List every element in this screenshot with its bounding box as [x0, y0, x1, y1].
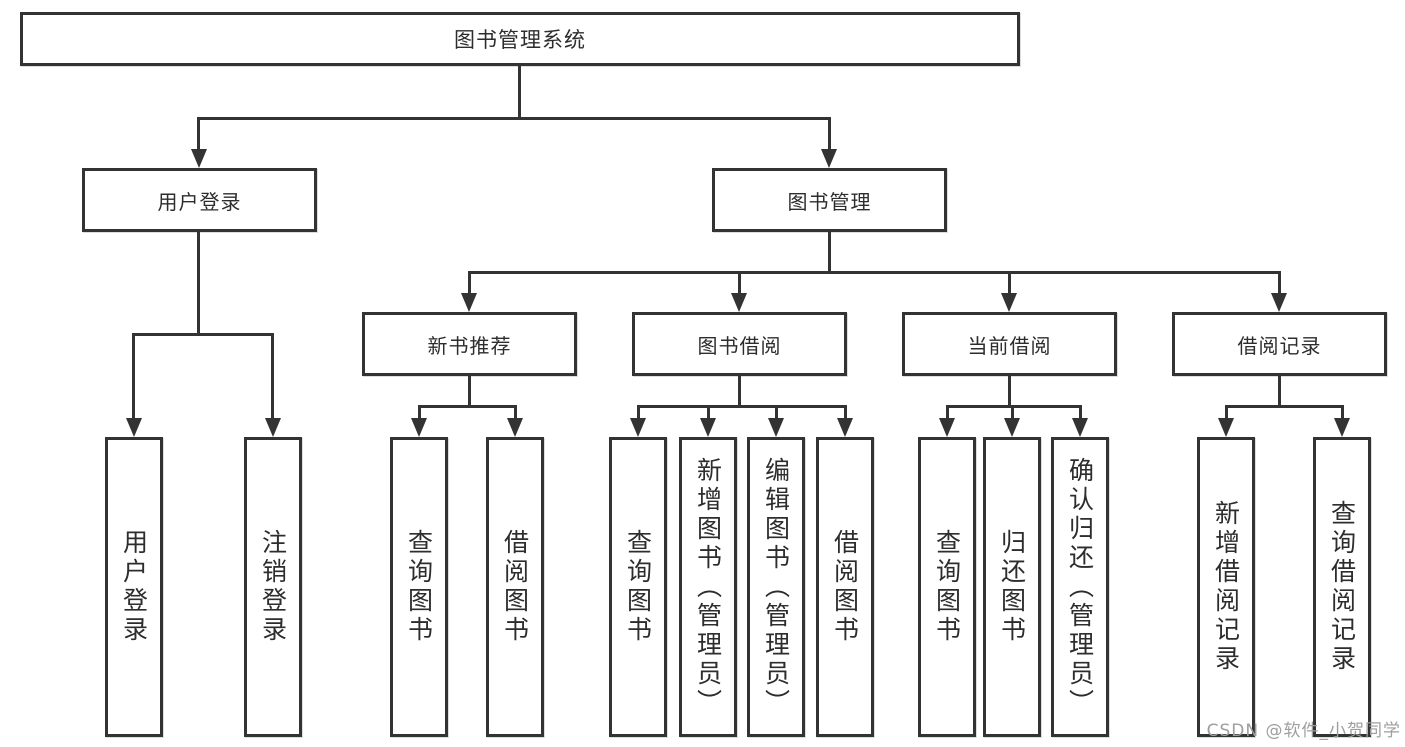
node-user-login-label: 用户登录: [157, 189, 242, 214]
node-book-borrowing-label: 图书借阅: [697, 333, 782, 358]
leaf-logout-label: 注销登录: [258, 529, 288, 645]
leaf-nbr-query-books: 查询图书: [390, 437, 448, 737]
connector-level3-bar: [468, 271, 1281, 274]
connector-book-management-stem: [828, 232, 831, 274]
arrow-down-icon: [1004, 418, 1020, 437]
connector-user-login-bar: [132, 333, 274, 336]
connector-arrow-shaft-nbr-borrow: [514, 405, 517, 419]
connector-arrow-shaft-bb-query: [637, 405, 640, 419]
connector-user-login-stem: [197, 232, 200, 335]
leaf-user-login: 用户登录: [105, 437, 163, 737]
connector-arrow-shaft-leaf-logout: [271, 333, 274, 419]
arrow-down-icon: [731, 293, 747, 312]
node-user-login: 用户登录: [82, 168, 317, 232]
connector-bb-stem: [738, 376, 741, 407]
connector-nbr-stem: [468, 376, 471, 407]
leaf-cb-confirm-return-admin: 确认归还（管理员）: [1051, 437, 1109, 737]
node-borrow-records-label: 借阅记录: [1237, 333, 1322, 358]
arrow-down-icon: [461, 293, 477, 312]
arrow-down-icon: [411, 418, 427, 437]
connector-arrow-shaft-bb-add: [707, 405, 710, 419]
connector-arrow-shaft-new-book-recommend: [468, 271, 471, 294]
arrow-down-icon: [821, 149, 837, 168]
arrow-down-icon: [191, 149, 207, 168]
arrow-down-icon: [837, 418, 853, 437]
leaf-cb-query-books: 查询图书: [918, 437, 976, 737]
node-current-borrowing: 当前借阅: [902, 312, 1117, 376]
leaf-cb-return-books-label: 归还图书: [997, 529, 1027, 645]
connector-arrow-shaft-br-query: [1341, 405, 1344, 419]
leaf-bb-edit-books-admin-label: 编辑图书（管理员）: [761, 456, 791, 718]
connector-root-stem: [518, 66, 521, 119]
csdn-watermark: CSDN @软件_小贺同学: [1206, 721, 1401, 741]
node-book-borrowing: 图书借阅: [632, 312, 847, 376]
arrow-down-icon: [630, 418, 646, 437]
arrow-down-icon: [1334, 418, 1350, 437]
connector-arrow-shaft-br-add: [1225, 405, 1228, 419]
connector-arrow-shaft-bb-edit: [775, 405, 778, 419]
leaf-br-query-record: 查询借阅记录: [1313, 437, 1371, 737]
connector-bb-bar: [637, 405, 846, 408]
leaf-bb-add-books-admin: 新增图书（管理员）: [679, 437, 737, 737]
arrow-down-icon: [768, 418, 784, 437]
connector-arrow-shaft-current-borrowing: [1008, 271, 1011, 294]
leaf-nbr-query-books-label: 查询图书: [404, 529, 434, 645]
connector-arrow-shaft-user-login: [197, 117, 200, 150]
node-borrow-records: 借阅记录: [1172, 312, 1387, 376]
leaf-cb-confirm-return-admin-label: 确认归还（管理员）: [1065, 456, 1095, 718]
leaf-br-query-record-label: 查询借阅记录: [1327, 500, 1357, 674]
connector-br-bar: [1225, 405, 1343, 408]
arrow-down-icon: [126, 418, 142, 437]
connector-br-stem: [1278, 376, 1281, 407]
arrow-down-icon: [939, 418, 955, 437]
node-book-management-label: 图书管理: [787, 189, 872, 214]
connector-cb-stem: [1008, 376, 1011, 407]
leaf-cb-return-books: 归还图书: [983, 437, 1041, 737]
node-new-book-recommend: 新书推荐: [362, 312, 577, 376]
leaf-bb-query-books: 查询图书: [609, 437, 667, 737]
leaf-user-login-label: 用户登录: [119, 529, 149, 645]
arrow-down-icon: [700, 418, 716, 437]
arrow-down-icon: [265, 418, 281, 437]
arrow-down-icon: [507, 418, 523, 437]
connector-level1-bar: [198, 117, 831, 120]
connector-arrow-shaft-leaf-user-login: [132, 333, 135, 419]
leaf-bb-borrow-books-label: 借阅图书: [830, 529, 860, 645]
connector-nbr-bar: [418, 405, 517, 408]
connector-arrow-shaft-bb-borrow: [844, 405, 847, 419]
leaf-bb-borrow-books: 借阅图书: [816, 437, 874, 737]
arrow-down-icon: [1271, 293, 1287, 312]
leaf-bb-edit-books-admin: 编辑图书（管理员）: [747, 437, 805, 737]
node-book-management: 图书管理: [712, 168, 947, 232]
arrow-down-icon: [1001, 293, 1017, 312]
connector-arrow-shaft-book-borrowing: [738, 271, 741, 294]
connector-arrow-shaft-book-management: [828, 117, 831, 150]
connector-arrow-shaft-cb-query: [946, 405, 949, 419]
leaf-bb-query-books-label: 查询图书: [623, 529, 653, 645]
leaf-nbr-borrow-books-label: 借阅图书: [500, 529, 530, 645]
leaf-cb-query-books-label: 查询图书: [932, 529, 962, 645]
node-new-book-recommend-label: 新书推荐: [427, 333, 512, 358]
connector-arrow-shaft-cb-confirm: [1079, 405, 1082, 419]
leaf-nbr-borrow-books: 借阅图书: [486, 437, 544, 737]
node-root-library-system: 图书管理系统: [20, 12, 1020, 66]
leaf-br-add-record-label: 新增借阅记录: [1211, 500, 1241, 674]
arrow-down-icon: [1218, 418, 1234, 437]
connector-arrow-shaft-cb-return: [1011, 405, 1014, 419]
node-current-borrowing-label: 当前借阅: [967, 333, 1052, 358]
node-root-label: 图书管理系统: [454, 28, 586, 52]
connector-arrow-shaft-nbr-query: [418, 405, 421, 419]
connector-arrow-shaft-borrow-records: [1278, 271, 1281, 294]
arrow-down-icon: [1072, 418, 1088, 437]
leaf-bb-add-books-admin-label: 新增图书（管理员）: [693, 456, 723, 718]
leaf-br-add-record: 新增借阅记录: [1197, 437, 1255, 737]
leaf-logout: 注销登录: [244, 437, 302, 737]
